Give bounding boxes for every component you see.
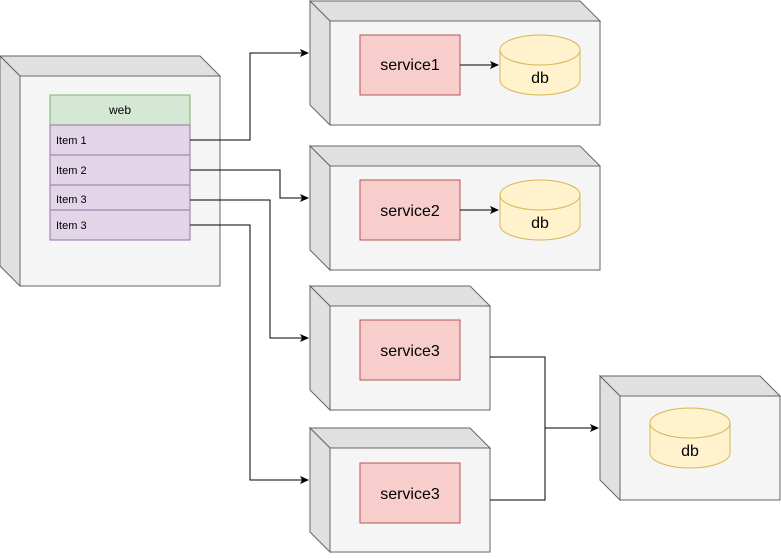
edge-item1-to-service1-node[interactable]: [190, 49, 309, 141]
service1-rect: [359, 34, 461, 96]
service1-box[interactable]: service1: [359, 34, 461, 96]
web-node[interactable]: web Item 1 Item 2 Item 3 Item 3: [0, 55, 222, 288]
service3-node-a[interactable]: service3: [308, 284, 492, 412]
service1-label: service1: [380, 57, 440, 74]
service2-node[interactable]: service2 db: [308, 144, 602, 272]
web-list-item-box: [49, 124, 191, 156]
web-node-side-face: [0, 55, 21, 288]
web-list-header-box: [49, 94, 191, 126]
web-list-item-box: [49, 209, 191, 241]
service1-node-side-face: [309, 0, 331, 127]
web-list-item-3[interactable]: Item 3: [49, 184, 191, 211]
db-cylinder-top: [499, 34, 581, 66]
service2-db[interactable]: db: [499, 179, 581, 241]
service1-db[interactable]: db: [499, 34, 581, 96]
service3a-node-top-face: [308, 285, 492, 307]
service2-node-top-face: [308, 145, 602, 167]
service3a-label: service3: [380, 343, 440, 360]
service2-label: service2: [380, 203, 440, 220]
edge-item3-to-service3-node-a[interactable]: [190, 199, 309, 342]
service2-node-side-face: [309, 144, 331, 272]
service1-node-top-face: [308, 0, 602, 22]
edge-service3b-to-shared-db-node[interactable]: [490, 428, 546, 501]
service2-rect: [359, 179, 461, 241]
service3-node-b[interactable]: service3: [308, 426, 492, 554]
web-list-item-4[interactable]: Item 3: [49, 209, 191, 241]
service2-db-label: db: [531, 215, 549, 232]
web-list-header: web: [108, 103, 131, 117]
db-cylinder-top: [499, 179, 581, 211]
shared-db-label: db: [681, 443, 699, 460]
service1-node[interactable]: service1 db: [308, 0, 602, 127]
db-cylinder-top: [649, 407, 731, 439]
web-list-item-label: Item 1: [56, 135, 87, 147]
edges: [190, 49, 599, 501]
service3a-rect: [359, 319, 461, 381]
service3b-box[interactable]: service3: [359, 462, 461, 524]
shared-db-node-side-face: [599, 374, 621, 502]
shared-db[interactable]: db: [649, 407, 731, 469]
web-node-top-face: [0, 55, 222, 77]
shared-db-node-top-face: [598, 375, 781, 397]
service1-db-label: db: [531, 70, 549, 87]
web-list-item-label: Item 3: [56, 194, 87, 206]
service3a-box[interactable]: service3: [359, 319, 461, 381]
service2-box[interactable]: service2: [359, 179, 461, 241]
edge-item2-to-service2-node[interactable]: [190, 169, 309, 202]
edge-item3-to-service3-node-b[interactable]: [190, 224, 309, 484]
web-list-item-2[interactable]: Item 2: [49, 154, 191, 186]
shared-db-node[interactable]: db: [598, 374, 781, 502]
web-list[interactable]: web Item 1 Item 2 Item 3 Item 3: [49, 94, 191, 241]
service3b-rect: [359, 462, 461, 524]
web-list-item-1[interactable]: Item 1: [49, 124, 191, 156]
service3b-node-side-face: [309, 426, 331, 554]
service3b-label: service3: [380, 486, 440, 503]
service3b-node-top-face: [308, 427, 492, 449]
edge-service3a-to-shared-db-node[interactable]: [490, 356, 599, 432]
service3a-node-side-face: [309, 284, 331, 412]
web-list-item-label: Item 2: [56, 165, 87, 177]
web-list-item-label: Item 3: [56, 220, 87, 232]
